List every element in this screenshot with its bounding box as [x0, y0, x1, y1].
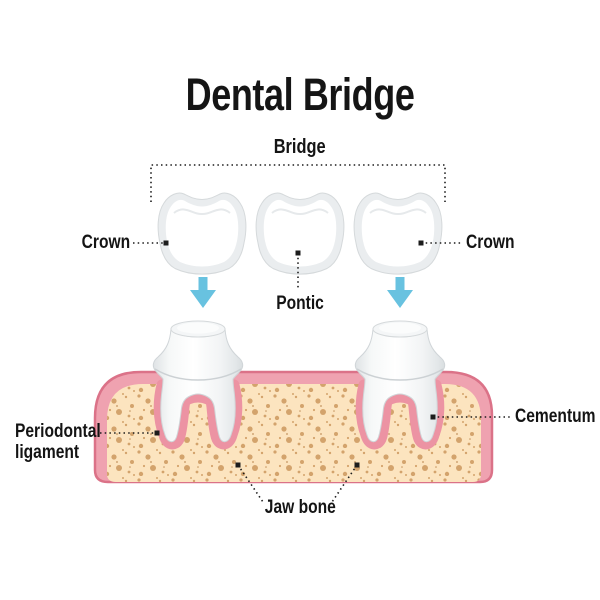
- periodontal-ligament-label: Periodontal ligament: [15, 421, 101, 463]
- page-title: Dental Bridge: [185, 69, 415, 120]
- leader-dots: [154, 240, 436, 468]
- cementum-label: Cementum: [515, 406, 596, 427]
- crown-right-label: Crown: [466, 232, 515, 253]
- crown-left-shape: [157, 192, 247, 276]
- bridge-bracket-line: [150, 164, 446, 202]
- pontic-label: Pontic: [276, 293, 324, 314]
- crown-left-label: Crown: [81, 232, 130, 253]
- jaw-bone-label: Jaw bone: [264, 497, 336, 518]
- bridge-label: Bridge: [274, 136, 326, 158]
- pontic-shape: [255, 192, 345, 276]
- leader-lines: [100, 242, 510, 503]
- crown-right-shape: [353, 192, 443, 276]
